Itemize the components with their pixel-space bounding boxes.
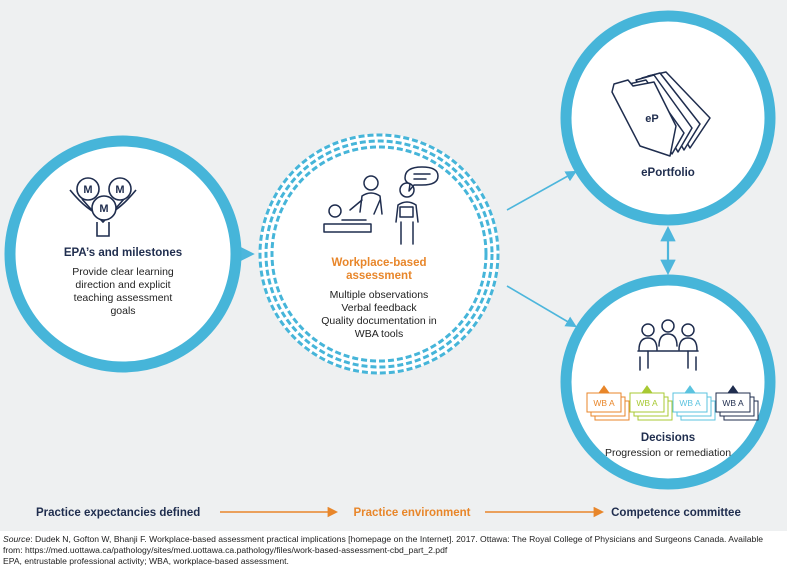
timeline: Practice expectancies defined Practice e… xyxy=(36,506,741,519)
decisions-subtitle: Progression or remediation xyxy=(605,447,731,459)
timeline-stage-1: Practice expectancies defined xyxy=(36,507,200,519)
wba-card-stack xyxy=(629,385,673,421)
folder-stack-icon xyxy=(611,71,711,157)
wba-line: Multiple observations xyxy=(330,289,429,301)
milestones-icon xyxy=(69,177,137,237)
wba-line: Quality documentation in xyxy=(321,315,437,327)
epa-line: teaching assessment xyxy=(74,292,173,304)
eportfolio-title: ePortfolio xyxy=(641,167,695,179)
epa-title: EPA’s and milestones xyxy=(64,247,182,259)
epa-node: M M M EPA’s and milestones Provide clear… xyxy=(4,135,242,373)
wba-ring-outer xyxy=(258,133,500,375)
source-label: Source xyxy=(3,534,31,544)
wba-line: Verbal feedback xyxy=(341,302,417,314)
wba-title: assessment xyxy=(346,270,412,282)
wba-ring-inner xyxy=(270,145,488,363)
wba-card-stack xyxy=(586,385,630,421)
arrow-wba-to-eportfolio xyxy=(506,170,577,211)
arrow-wba-to-decisions xyxy=(506,285,577,328)
wba-line: WBA tools xyxy=(355,328,403,340)
timeline-stage-3: Competence committee xyxy=(611,507,741,519)
wba-card-label: WB A xyxy=(593,398,615,408)
wba-card-stack xyxy=(672,385,716,421)
wba-node: Workplace-based assessment Multiple obse… xyxy=(258,133,500,375)
timeline-stage-2: Practice environment xyxy=(354,507,471,519)
diagram-canvas: M M M EPA’s and milestones Provide clear… xyxy=(4,10,776,519)
epa-line: Provide clear learning xyxy=(72,266,174,278)
decisions-node: WB A WB A WB A WB A Decisions Progressio… xyxy=(560,274,776,490)
source-text: : Dudek N, Gofton W, Bhanji F. Workplace… xyxy=(3,534,764,556)
source-note: Source: Dudek N, Gofton W, Bhanji F. Wor… xyxy=(3,534,783,556)
decisions-title: Decisions xyxy=(641,432,695,444)
wba-title: Workplace-based xyxy=(331,257,426,269)
epa-line: goals xyxy=(110,305,135,317)
clinical-observation-icon xyxy=(323,166,439,245)
wba-card-label: WB A xyxy=(636,398,658,408)
wba-ring-middle xyxy=(264,139,494,369)
decisions-circle xyxy=(560,274,776,490)
milestone-letter: M xyxy=(83,184,92,196)
wba-card-stack xyxy=(715,385,759,421)
eportfolio-node: eP ePortfolio xyxy=(560,10,776,226)
abbreviations-note: EPA, entrustable professional activity; … xyxy=(3,556,289,567)
epa-line: direction and explicit xyxy=(75,279,170,291)
milestone-letter: M xyxy=(99,203,108,215)
figure-footer: Source: Dudek N, Gofton W, Bhanji F. Wor… xyxy=(3,534,783,568)
committee-meeting-icon xyxy=(637,319,699,371)
eportfolio-icon-label: eP xyxy=(645,113,658,125)
wba-card-label: WB A xyxy=(679,398,701,408)
wba-card-label: WB A xyxy=(722,398,744,408)
epa-circle xyxy=(4,135,242,373)
milestone-letter: M xyxy=(115,184,124,196)
